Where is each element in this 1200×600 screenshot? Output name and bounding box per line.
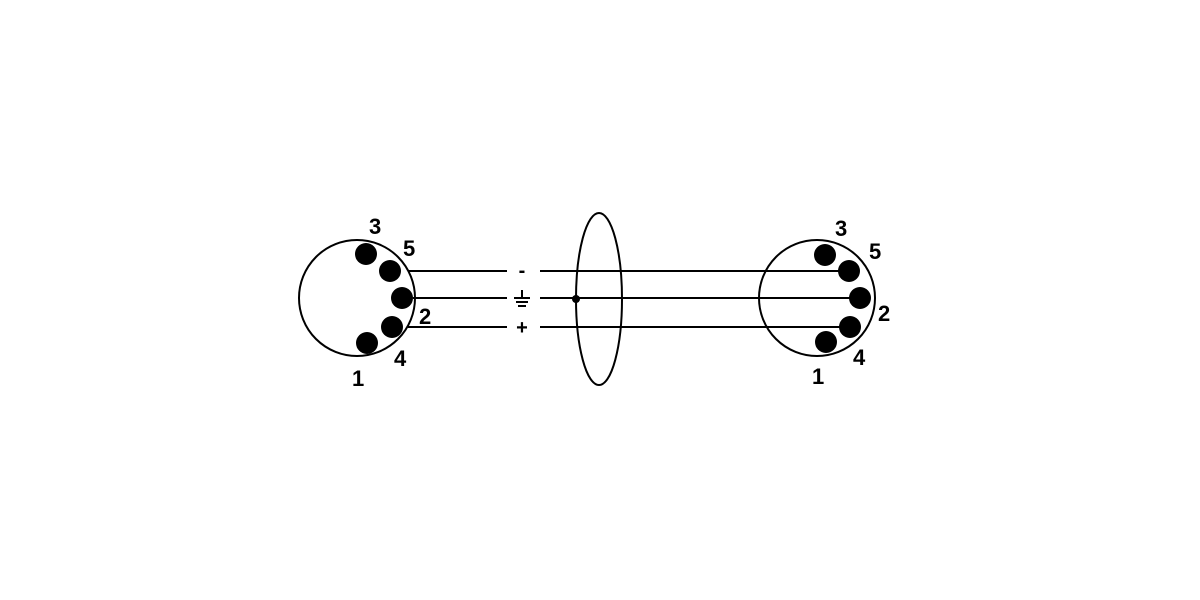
left-label-4: 4 <box>394 346 407 371</box>
left-label-1: 1 <box>352 366 364 391</box>
right-connector: 3 5 2 4 1 <box>758 216 890 389</box>
left-label-5: 5 <box>403 236 415 261</box>
ground-icon <box>514 290 530 307</box>
left-pin-2 <box>391 287 413 309</box>
right-label-2: 2 <box>878 301 890 326</box>
left-pin-3 <box>355 243 377 265</box>
right-label-3: 3 <box>835 216 847 241</box>
left-pin-1 <box>356 332 378 354</box>
right-pin-5 <box>838 260 860 282</box>
right-pin-3 <box>814 244 836 266</box>
right-pin-2 <box>849 287 871 309</box>
right-label-5: 5 <box>869 239 881 264</box>
left-connector: 3 5 2 4 1 <box>298 214 431 391</box>
right-connector-body <box>758 239 876 357</box>
minus-symbol: - <box>519 260 526 282</box>
left-pin-5 <box>379 260 401 282</box>
right-label-4: 4 <box>853 345 866 370</box>
shield-junction-dot <box>572 295 580 303</box>
right-pin-1 <box>815 331 837 353</box>
left-label-3: 3 <box>369 214 381 239</box>
left-pin-4 <box>381 316 403 338</box>
wires <box>408 270 860 328</box>
right-pin-4 <box>839 316 861 338</box>
right-label-1: 1 <box>812 364 824 389</box>
left-label-2: 2 <box>419 304 431 329</box>
plus-symbol: + <box>516 317 528 339</box>
